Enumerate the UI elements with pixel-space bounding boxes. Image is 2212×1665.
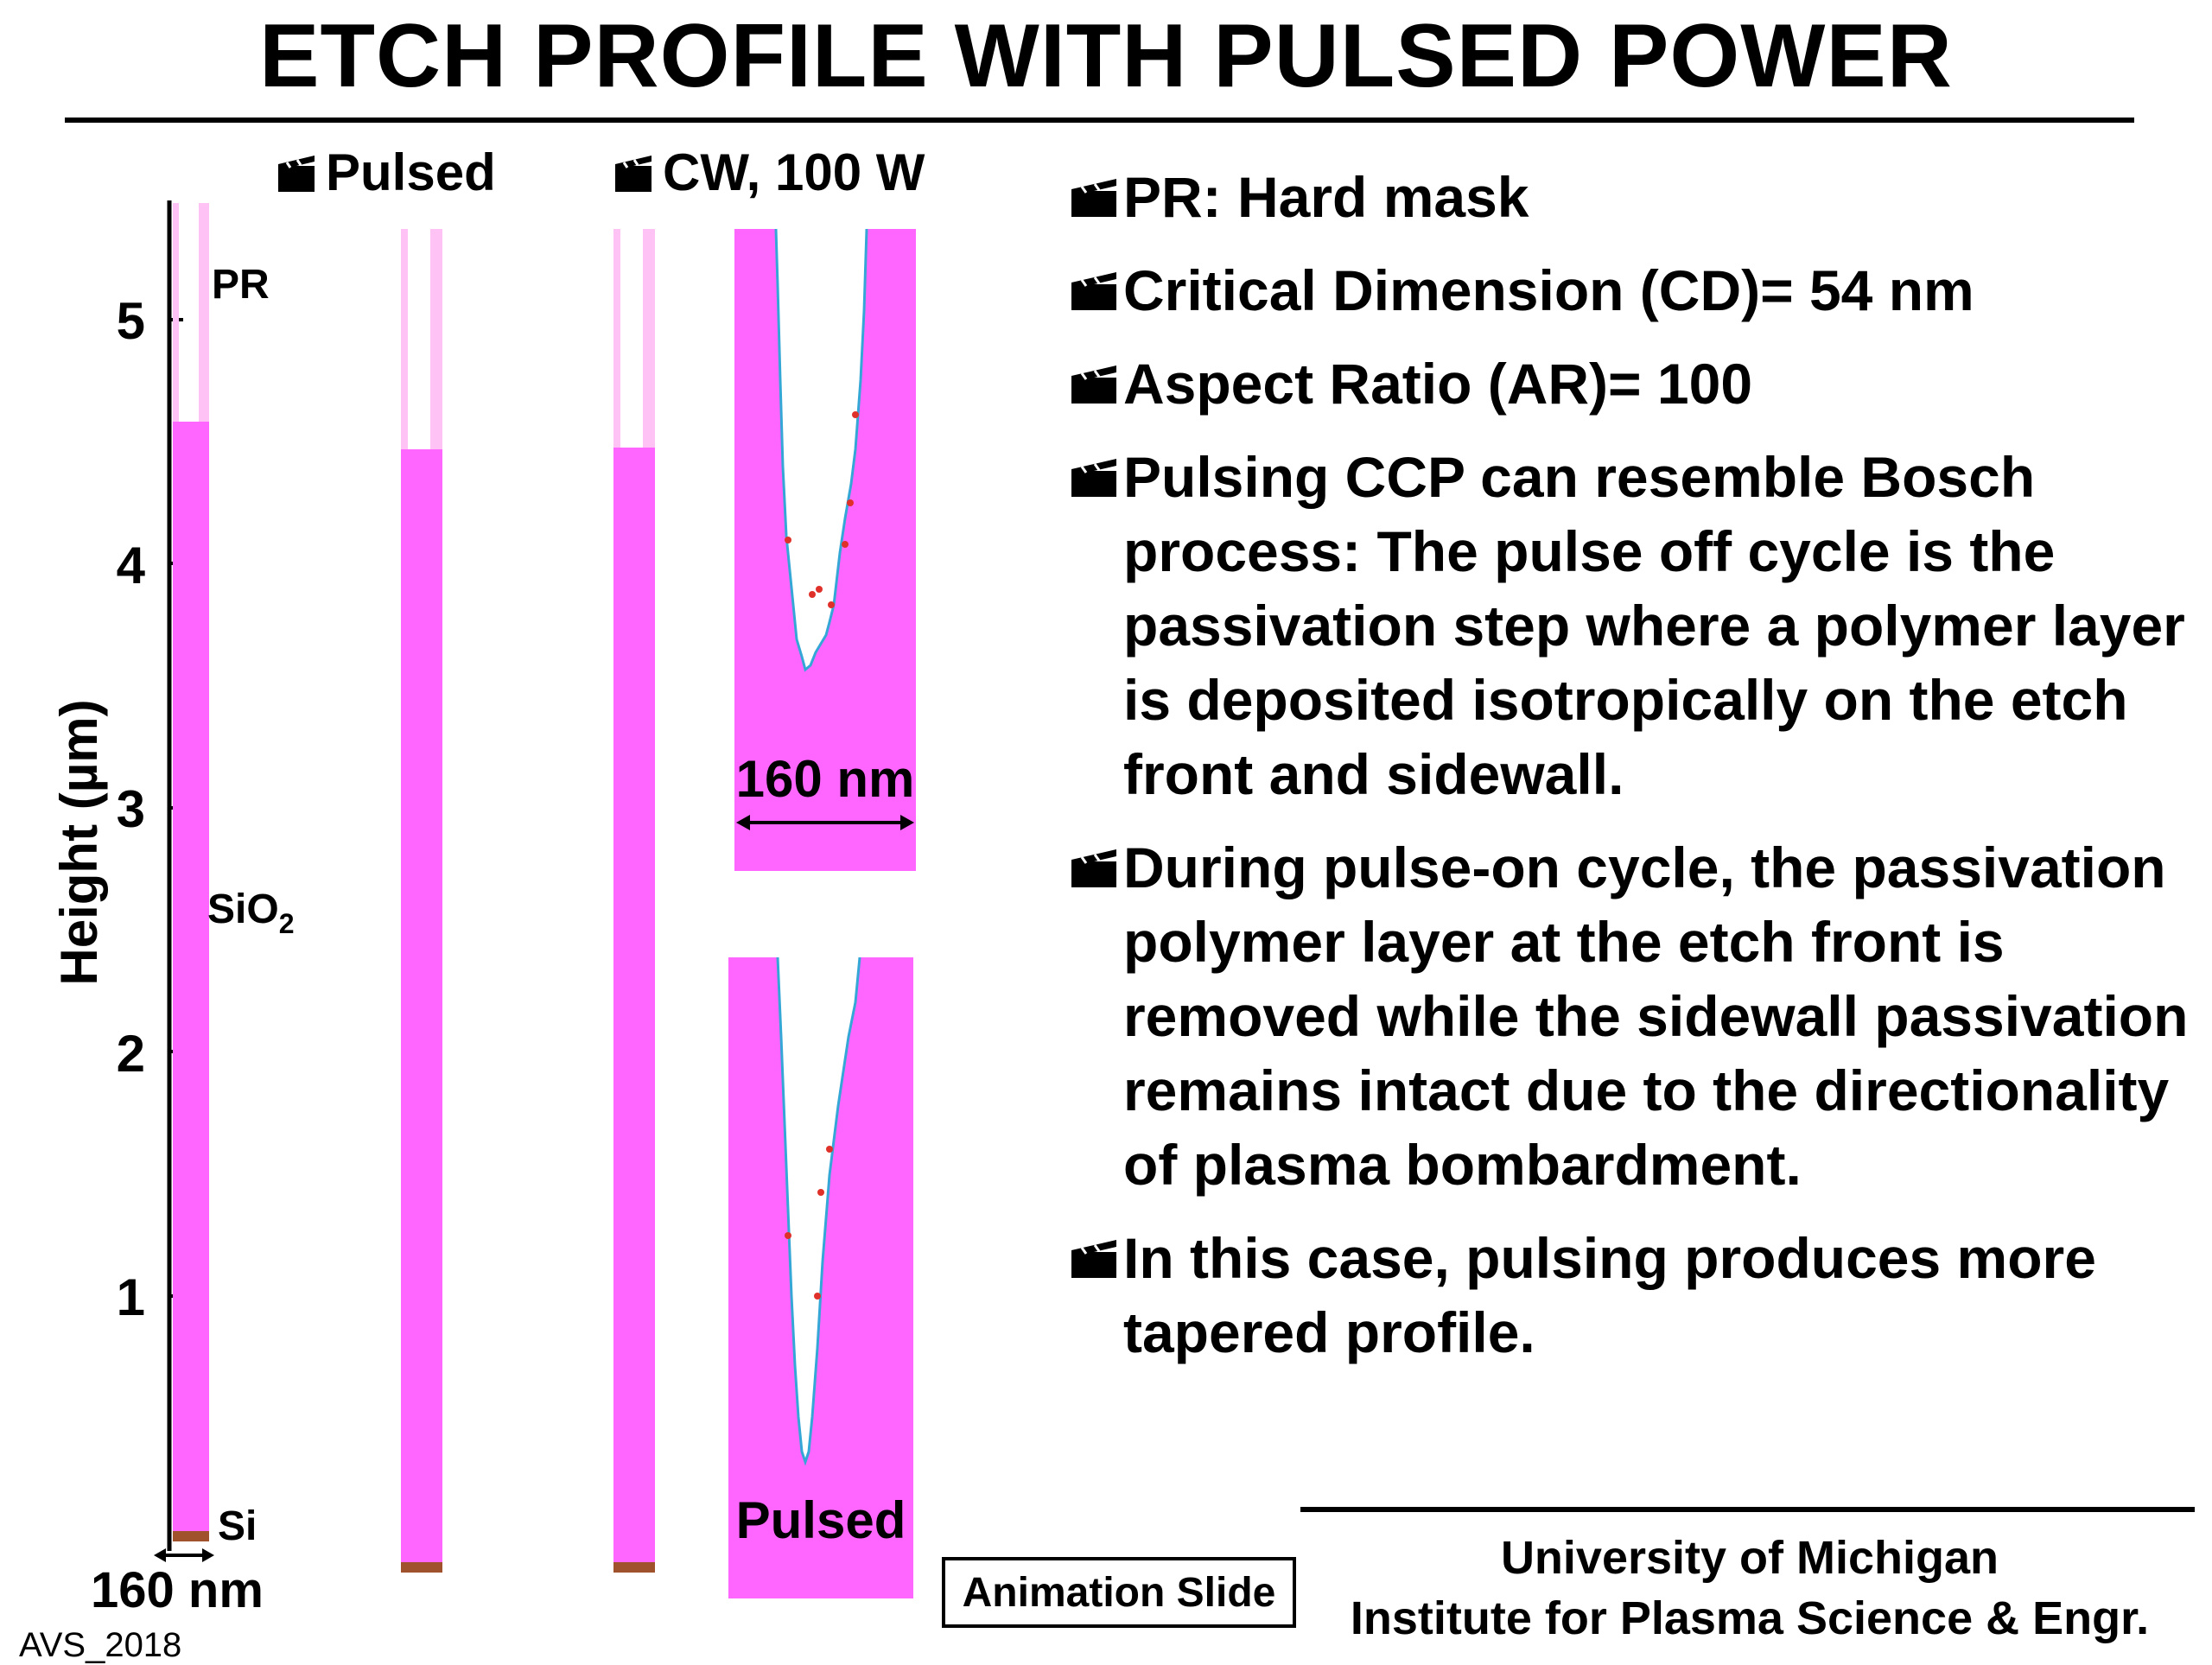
column-header-pulsed: Pulsed [278,143,496,201]
conference-tag: AVS_2018 [19,1626,182,1664]
bullet-list: PR: Hard mask Critical Dimension (CD)= 5… [1071,160,2203,1389]
pr-layer [430,229,442,449]
bullet-item: PR: Hard mask [1071,160,2203,234]
zoom-profile-cw: 160 nm [734,228,916,871]
pr-layer [613,229,620,448]
etch-profile-figure: Pulsed CW, 100 W 1 2 3 4 5 Height (µm) P… [50,143,925,1618]
etch-structure-3 [613,229,655,1573]
passivation-layer [774,228,868,672]
zoom-profile-label: Pulsed [736,1491,906,1549]
zoom-scale-label: 160 nm [736,750,915,808]
bullet-item: Aspect Ratio (AR)= 100 [1071,346,2203,421]
pr-layer [173,203,179,422]
clapperboard-icon [1071,459,1116,497]
deposit-particle [816,586,823,593]
si-layer [401,1562,442,1573]
slide-title: ETCH PROFILE WITH PULSED POWER [259,6,1953,106]
clapperboard-icon [278,156,315,192]
deposit-particle [826,1146,833,1153]
sio2-label: SiO2 [207,887,294,939]
deposit-particle [852,411,859,418]
bullet-text: Aspect Ratio (AR)= 100 [1123,352,1753,416]
bullet-item: In this case, pulsing produces more tape… [1071,1221,2203,1369]
scale-bar-label: 160 nm [91,1562,264,1618]
cw-label: CW, 100 W [663,143,925,201]
clapperboard-icon [1071,272,1116,310]
deposit-particle [817,1189,824,1196]
sio2-layer [613,448,655,1564]
si-label: Si [218,1503,257,1549]
passivation-layer [776,956,861,1466]
deposit-particle [814,1293,821,1300]
pulsed-label: Pulsed [326,143,496,201]
tick-label: 3 [117,780,145,838]
clapperboard-icon [1071,179,1116,217]
affiliation: University of Michigan Institute for Pla… [1309,1528,2190,1649]
deposit-particle [828,601,835,608]
affiliation-university: University of Michigan [1500,1532,1999,1584]
deposit-particle [785,537,791,543]
title-divider [65,118,2134,123]
bullet-text: In this case, pulsing produces more tape… [1123,1226,2096,1364]
bullet-item: During pulse-on cycle, the passivation p… [1071,830,2203,1202]
clapperboard-icon [1071,1240,1116,1278]
deposit-particle [809,591,816,598]
bullet-item: Pulsing CCP can resemble Bosch process: … [1071,440,2203,811]
clapperboard-icon [1071,849,1116,887]
clapperboard-icon [615,156,652,192]
deposit-particle [847,499,854,506]
pr-layer [643,229,655,448]
animation-slide-badge: Animation Slide [942,1557,1296,1628]
bullet-text: During pulse-on cycle, the passivation p… [1123,836,2189,1197]
pr-layer [199,203,209,422]
zoom-profile-pulsed: Pulsed [728,956,913,1598]
pr-layer [401,229,408,449]
clapperboard-icon [1071,365,1116,404]
sio2-layer [401,449,442,1564]
si-layer [613,1562,655,1573]
column-header-cw: CW, 100 W [615,143,925,201]
bullet-text: PR: Hard mask [1123,165,1529,229]
si-layer [173,1531,209,1541]
bullet-text: Pulsing CCP can resemble Bosch process: … [1123,445,2185,806]
sio2-layer [173,422,209,1538]
footer-divider [1300,1507,2195,1512]
deposit-particle [785,1232,791,1239]
tick-label: 2 [117,1025,145,1083]
axis-label: Height (µm) [50,699,108,985]
tick-label: 4 [117,537,146,594]
etch-structure-1: PR SiO2 Si [173,203,294,1549]
bullet-item: Critical Dimension (CD)= 54 nm [1071,253,2203,327]
bullet-text: Critical Dimension (CD)= 54 nm [1123,258,1974,322]
scale-bar: 160 nm [91,1548,264,1618]
etch-structure-2 [401,229,442,1573]
tick-label: 1 [117,1268,145,1326]
deposit-particle [842,541,849,548]
tick-label: 5 [117,292,145,350]
affiliation-institute: Institute for Plasma Science & Engr. [1350,1592,2150,1644]
pr-label: PR [212,262,270,308]
height-axis: 1 2 3 4 5 Height (µm) [50,200,183,1551]
sio2-profile [728,957,913,1598]
